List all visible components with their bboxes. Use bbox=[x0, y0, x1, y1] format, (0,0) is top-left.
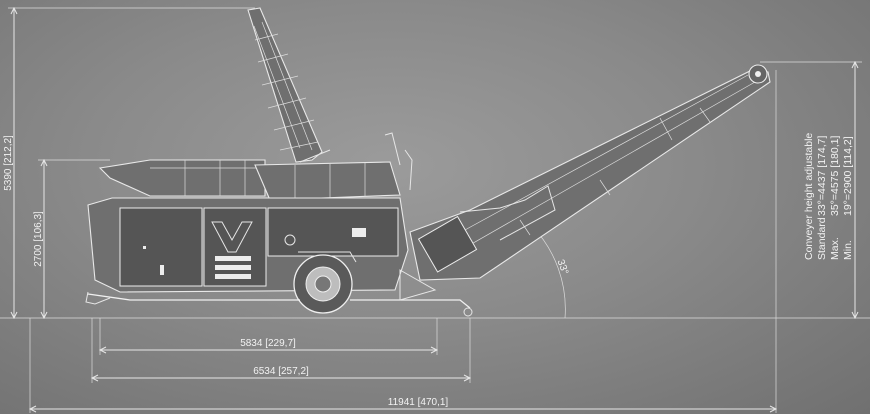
main-body bbox=[87, 197, 409, 293]
conveyor-spec-heading: Conveyer height adjustable bbox=[803, 133, 815, 260]
chassis bbox=[85, 269, 473, 317]
length-5834-dimension: 5834 [229,7] bbox=[98, 318, 439, 355]
total-height-dimension: 5390 [212,2] bbox=[3, 6, 255, 320]
spec-row-label: Min. bbox=[842, 240, 854, 260]
length-6534-label: 6534 [257,2] bbox=[253, 366, 309, 377]
hopper-frame bbox=[98, 132, 413, 201]
length-11941-label: 11941 [470,1] bbox=[388, 397, 449, 408]
total-height-label: 5390 [212,2] bbox=[3, 135, 14, 191]
hopper-height-dimension: 2700 [106,3] bbox=[33, 158, 110, 320]
spec-row-value: 33°=4437 [174,7] bbox=[816, 136, 828, 216]
conveyor-angle-indicator: 33° bbox=[531, 225, 571, 319]
length-6534-dimension: 6534 [257,2] bbox=[90, 318, 472, 383]
spec-row-label: Standard bbox=[816, 217, 828, 260]
spec-row-value: 35°=4575 [180,1] bbox=[829, 136, 841, 216]
hopper-height-label: 2700 [106,3] bbox=[33, 211, 44, 267]
length-5834-label: 5834 [229,7] bbox=[240, 338, 296, 349]
spec-row-value: 19°=2900 [114,2] bbox=[842, 136, 854, 216]
conveyor-spec-block: Conveyer height adjustable Standard 33°=… bbox=[803, 133, 854, 260]
shredder-machine bbox=[85, 7, 771, 317]
discharge-conveyor bbox=[409, 64, 771, 281]
conveyor-height-dimension bbox=[760, 60, 862, 320]
wheel bbox=[293, 251, 357, 314]
spec-row-label: Max. bbox=[829, 237, 841, 260]
length-11941-dimension: 11941 [470,1] bbox=[28, 70, 778, 413]
conveyor-angle-label: 33° bbox=[555, 258, 571, 276]
hopper-lid bbox=[247, 7, 331, 163]
